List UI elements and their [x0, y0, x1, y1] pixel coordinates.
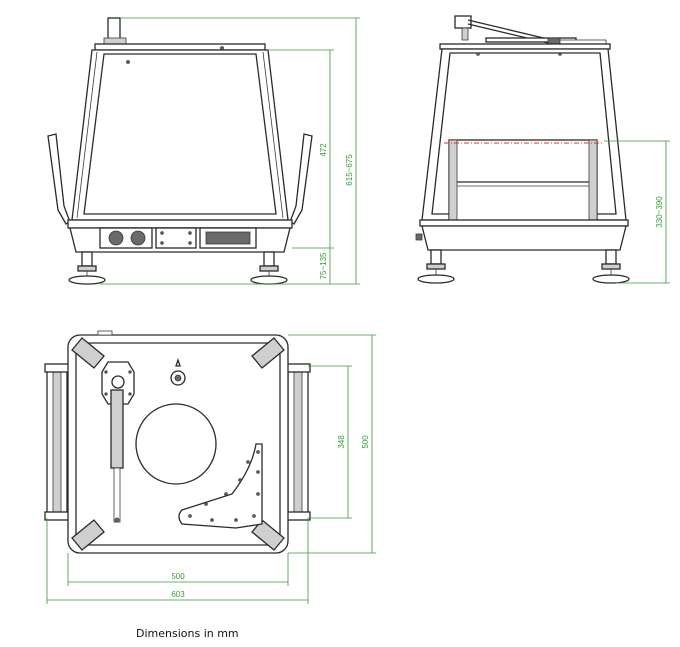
- top-dimensions: [46, 334, 376, 604]
- front-left-arm: [47, 133, 71, 225]
- side-top-cap: [439, 43, 611, 50]
- front-center-panel: [155, 227, 197, 249]
- top-corner-tr: [251, 337, 285, 369]
- front-base: [67, 219, 293, 229]
- dim-top-inner-depth: 348: [337, 435, 346, 449]
- front-right-foot: [250, 251, 288, 285]
- caption: Dimensions in mm: [136, 627, 239, 640]
- front-left-foot: [68, 251, 106, 285]
- top-knob-pointer: [175, 357, 181, 367]
- top-view: 348 500 500 603: [44, 330, 376, 604]
- dim-top-depth: 500: [361, 435, 370, 449]
- side-dimensions: [604, 140, 670, 284]
- side-left-foot: [417, 249, 455, 284]
- top-corner-tl: [71, 337, 105, 369]
- dim-side-height: 330~390: [655, 196, 664, 228]
- front-dimensions: [100, 17, 360, 285]
- top-corner-br: [251, 519, 285, 551]
- dim-top-total-width: 603: [171, 590, 185, 599]
- top-curved-plate: [178, 443, 263, 529]
- dim-top-width: 500: [171, 572, 185, 581]
- side-right-foot: [592, 249, 630, 284]
- dim-front-height: 472: [319, 143, 328, 157]
- top-corner-bl: [71, 519, 105, 551]
- dim-front-total-height: 615~675: [345, 154, 354, 186]
- top-slider-rod: [110, 389, 124, 469]
- front-right-arm: [289, 133, 313, 225]
- side-handle: [454, 15, 472, 29]
- side-view: 330~390: [415, 15, 670, 284]
- front-top-cap: [94, 43, 266, 51]
- front-view: 472 75~135 615~675: [47, 17, 360, 285]
- top-platform: [135, 403, 217, 485]
- front-frame: [71, 49, 289, 221]
- top-left-rail: [44, 363, 70, 521]
- dim-front-foot-height: 75~135: [319, 252, 328, 279]
- top-right-rail: [285, 363, 311, 521]
- side-base: [419, 219, 629, 227]
- front-handle: [107, 17, 121, 41]
